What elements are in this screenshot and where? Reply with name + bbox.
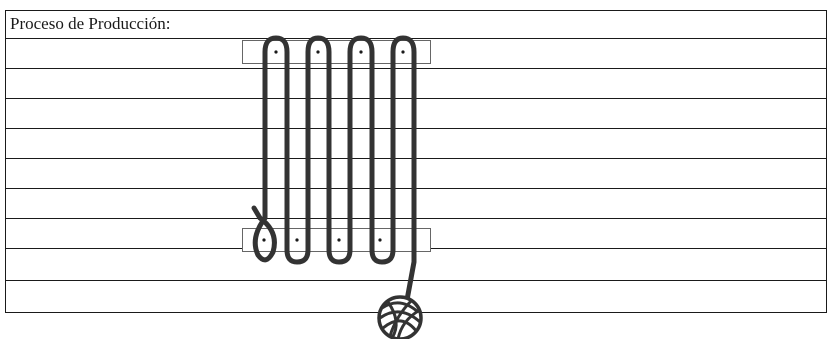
peg-dot	[316, 50, 319, 53]
peg-dot	[401, 50, 404, 53]
yarn-path	[265, 38, 414, 300]
section-title: Proceso de Producción:	[10, 14, 171, 34]
peg-dot	[359, 50, 362, 53]
peg-dot	[337, 238, 340, 241]
peg-dot	[262, 238, 265, 241]
peg-dot	[378, 238, 381, 241]
peg-dot	[295, 238, 298, 241]
yarn-ball-icon	[379, 297, 421, 339]
peg-dot	[274, 50, 277, 53]
